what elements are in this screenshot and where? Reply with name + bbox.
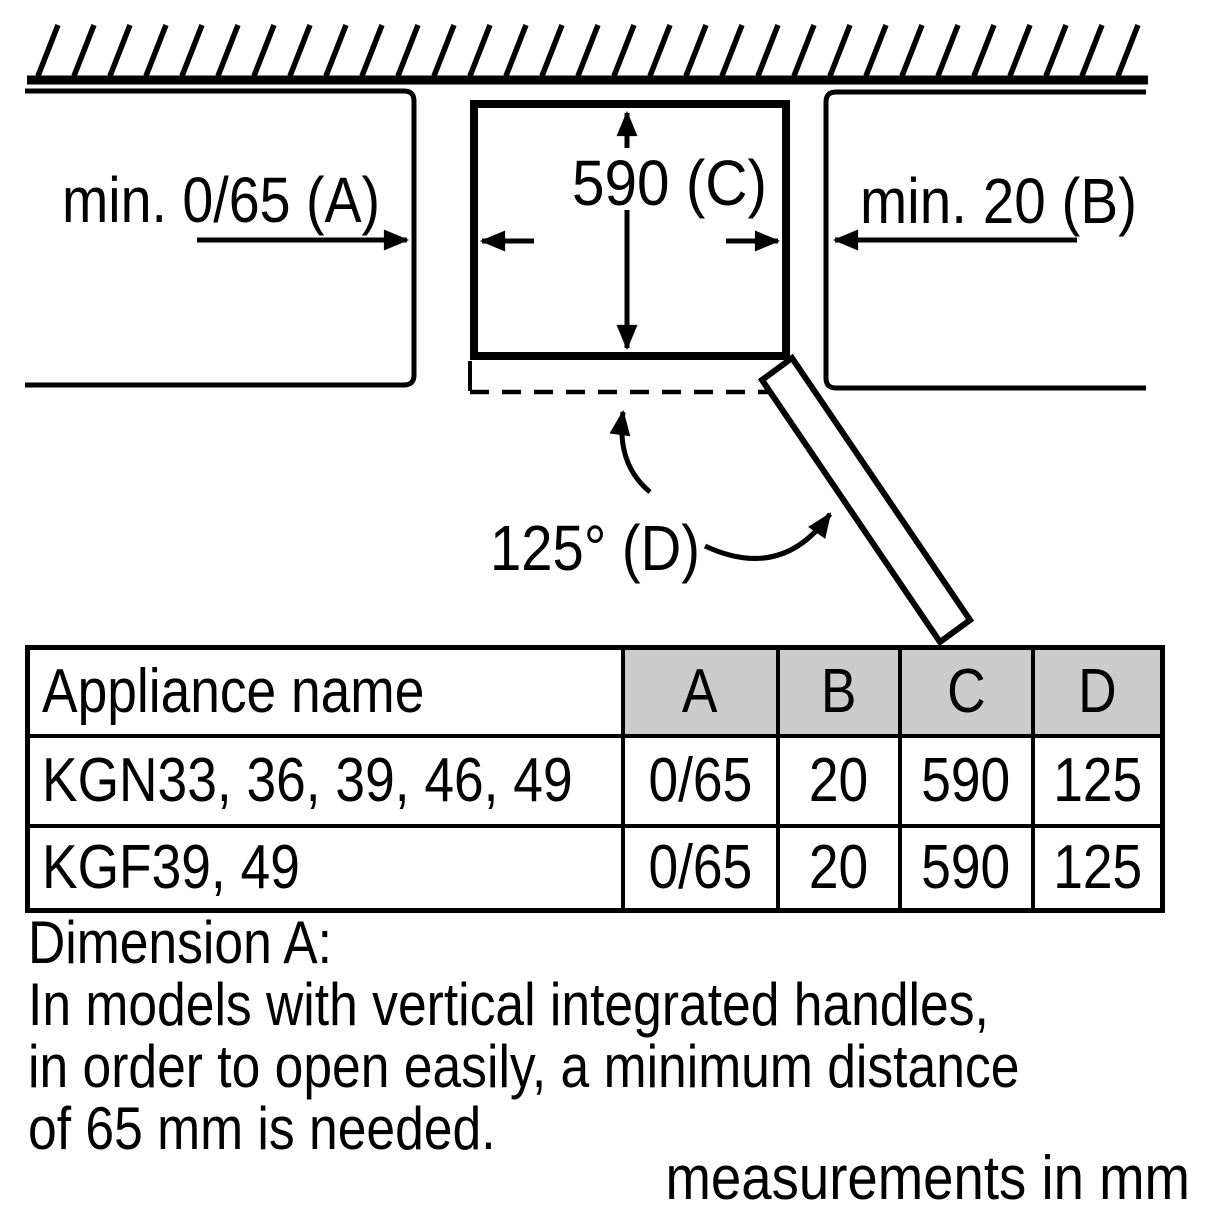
hatch-line: [1115, 23, 1141, 78]
ceiling-hatch: [35, 23, 1141, 78]
hatch-line: [179, 23, 205, 78]
label-d: 125° (D): [490, 512, 700, 584]
header-appliance-name: Appliance name: [25, 645, 625, 738]
appliance-models: KGF39, 49: [25, 823, 625, 913]
header-dim-d: D: [1030, 645, 1165, 738]
hatch-line: [971, 23, 997, 78]
hatch-line: [611, 23, 637, 78]
units-note: measurements in mm: [665, 1144, 1190, 1213]
hatch-line: [35, 23, 61, 78]
angle-arrow-to-dashed-line: [609, 409, 652, 494]
hatch-line: [1079, 23, 1105, 78]
hatch-line: [287, 23, 313, 78]
hatch-line: [899, 23, 925, 78]
hatch-line: [827, 23, 853, 78]
hatch-line: [251, 23, 277, 78]
table-header-row: Appliance name A B C D: [25, 645, 1165, 738]
left-wall: [25, 88, 417, 388]
label-b: min. 20 (B): [860, 165, 1137, 237]
table-row: KGF39, 49 0/65 20 590 125: [25, 823, 1165, 913]
header-dim-b: B: [775, 645, 902, 738]
door-open: [757, 353, 975, 645]
note-line: in order to open easily, a minimum dista…: [28, 1033, 1020, 1100]
hatch-line: [755, 23, 781, 78]
hatch-line: [539, 23, 565, 78]
hatch-line: [935, 23, 961, 78]
hatch-line: [467, 23, 493, 78]
note-line: of 65 mm is needed.: [28, 1095, 496, 1162]
hatch-line: [215, 23, 241, 78]
hatch-line: [863, 23, 889, 78]
value-d: 125: [1030, 733, 1165, 828]
angle-arrow-to-door: [703, 512, 833, 561]
label-a: min. 0/65 (A): [62, 164, 380, 236]
hatch-line: [719, 23, 745, 78]
hatch-line: [359, 23, 385, 78]
appliance-outline: [470, 100, 790, 360]
hatch-line: [575, 23, 601, 78]
installation-diagram: 590 (C) min. 0/65 (A) min. 20 (B) 125° (…: [25, 23, 1148, 645]
hatch-line: [1007, 23, 1033, 78]
hatch-line: [503, 23, 529, 78]
hatch-line: [431, 23, 457, 78]
hatch-line: [143, 23, 169, 78]
hatch-line: [683, 23, 709, 78]
note-line: In models with vertical integrated handl…: [28, 971, 989, 1038]
hatch-line: [1043, 23, 1069, 78]
hatch-line: [71, 23, 97, 78]
appliance-models: KGN33, 36, 39, 46, 49: [25, 733, 625, 828]
hatch-line: [107, 23, 133, 78]
label-c: 590 (C): [572, 147, 767, 219]
dimension-a-note: Dimension A: In models with vertical int…: [28, 912, 1019, 1160]
hatch-line: [647, 23, 673, 78]
value-b: 20: [775, 823, 902, 913]
value-a: 0/65: [620, 733, 780, 828]
right-wall: [823, 89, 1146, 391]
header-dim-a: A: [620, 645, 780, 738]
note-title: Dimension A:: [28, 909, 333, 976]
value-d: 125: [1030, 823, 1165, 913]
hatch-line: [323, 23, 349, 78]
header-dim-c: C: [897, 645, 1035, 738]
value-c: 590: [897, 733, 1035, 828]
value-a: 0/65: [620, 823, 780, 913]
hatch-line: [395, 23, 421, 78]
value-c: 590: [897, 823, 1035, 913]
table-row: KGN33, 36, 39, 46, 49 0/65 20 590 125: [25, 733, 1165, 828]
label-c-backplate: [558, 148, 780, 210]
value-b: 20: [775, 733, 902, 828]
dimensions-table: Appliance name A B C D KGN33, 36, 39, 46…: [25, 645, 1165, 913]
hatch-line: [791, 23, 817, 78]
